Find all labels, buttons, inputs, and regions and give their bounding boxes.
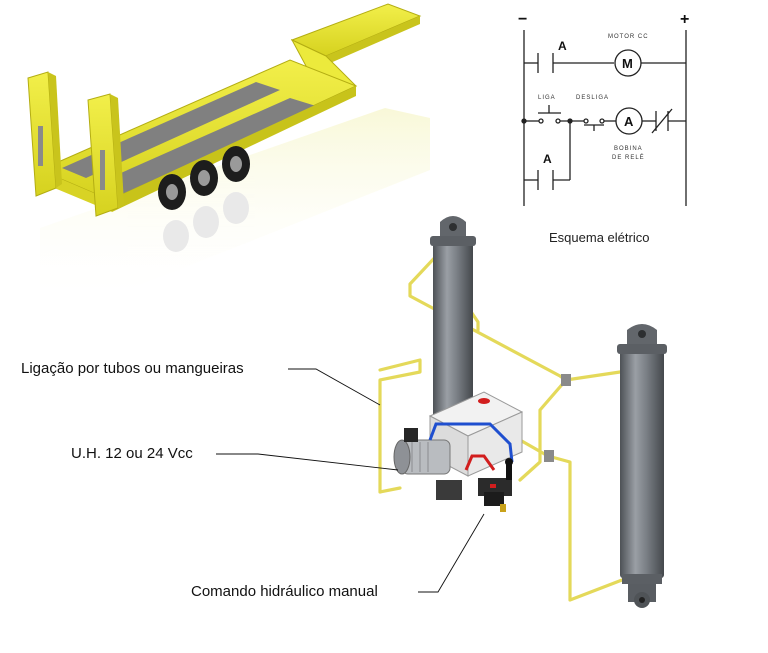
manual-control-valve <box>478 458 513 512</box>
motor-symbol-letter: M <box>622 56 633 71</box>
hydraulic-power-unit <box>393 391 524 512</box>
power-unit-callout-label: U.H. 12 ou 24 Vcc <box>71 445 193 462</box>
pipe-fitting <box>544 450 554 462</box>
electrical-schematic <box>521 30 687 206</box>
leader-tubes <box>288 368 381 406</box>
schematic-caption: Esquema elétrico <box>549 230 650 245</box>
trailer-reflection <box>40 108 430 305</box>
liga-label: LIGA <box>538 95 556 101</box>
positive-terminal-label: + <box>680 11 689 28</box>
hydraulic-assembly <box>378 216 667 608</box>
coil-label-line1: BOBINA <box>614 146 643 152</box>
tubes-callout-label: Ligação por tubos ou mangueiras <box>21 360 244 377</box>
trailer-wheels <box>158 146 250 210</box>
manual-control-callout-label: Comando hidráulico manual <box>191 583 378 600</box>
negative-terminal-label: − <box>518 11 527 28</box>
left-hydraulic-cylinder <box>430 216 476 432</box>
leader-manual-control <box>418 513 485 593</box>
loading-ramps <box>27 71 124 217</box>
leader-power-unit <box>216 453 399 471</box>
coil-symbol-letter: A <box>624 114 634 129</box>
pipe-fitting <box>561 374 571 386</box>
motor-label: MOTOR CC <box>608 34 649 40</box>
dc-motor <box>393 428 462 500</box>
coil-label-line2: DE RELÉ <box>612 154 645 161</box>
blue-hose <box>428 422 514 463</box>
contact-a-top-label: A <box>558 39 567 53</box>
red-hose <box>464 454 496 471</box>
contact-a-bottom-label: A <box>543 152 552 166</box>
callout-leaders <box>216 368 485 593</box>
lowbed-trailer-illustration <box>27 3 430 305</box>
right-hydraulic-cylinder <box>617 324 667 608</box>
desliga-label: DESLIGA <box>576 95 609 101</box>
